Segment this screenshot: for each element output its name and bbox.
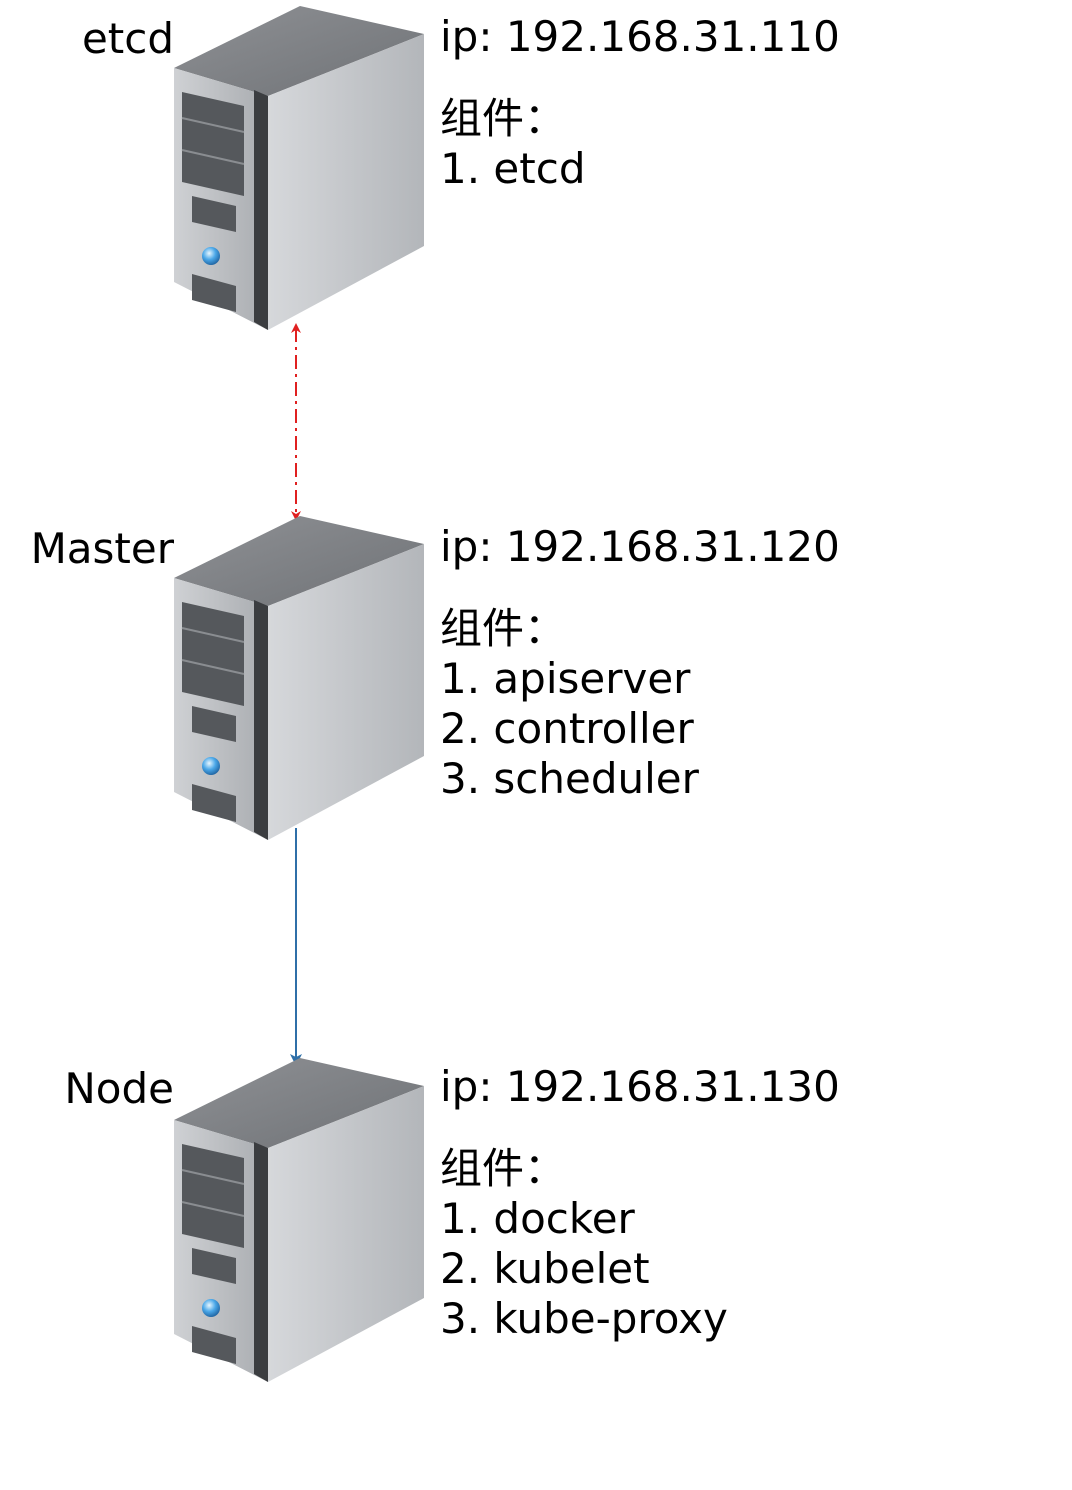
component-item: 3. scheduler (440, 754, 699, 803)
node-ip: ip: 192.168.31.110 (440, 12, 840, 61)
component-item: 1. etcd (440, 144, 586, 193)
node-ip: ip: 192.168.31.120 (440, 522, 840, 571)
server-tower-icon (174, 1058, 424, 1382)
node-info-node: ip: 192.168.31.130 组件： 1. docker 2. kube… (440, 1062, 840, 1344)
node-label-etcd: etcd (81, 14, 174, 63)
node-ip: ip: 192.168.31.130 (440, 1062, 840, 1111)
node-info-etcd: ip: 192.168.31.110 组件： 1. etcd (440, 12, 840, 194)
component-item: 3. kube-proxy (440, 1294, 728, 1343)
component-item: 1. apiserver (440, 654, 691, 703)
server-tower-icon (174, 516, 424, 840)
server-master (168, 510, 432, 844)
components-title: 组件： (440, 604, 567, 653)
node-label-master: Master (30, 524, 174, 573)
server-tower-icon (174, 6, 424, 330)
components-title: 组件： (440, 1144, 567, 1193)
server-etcd (168, 0, 432, 334)
component-item: 1. docker (440, 1194, 635, 1243)
server-node (168, 1052, 432, 1386)
node-label-node: Node (64, 1064, 174, 1113)
component-item: 2. kubelet (440, 1244, 650, 1293)
component-item: 2. controller (440, 704, 694, 753)
node-info-master: ip: 192.168.31.120 组件： 1. apiserver 2. c… (440, 522, 840, 804)
components-title: 组件： (440, 94, 567, 143)
